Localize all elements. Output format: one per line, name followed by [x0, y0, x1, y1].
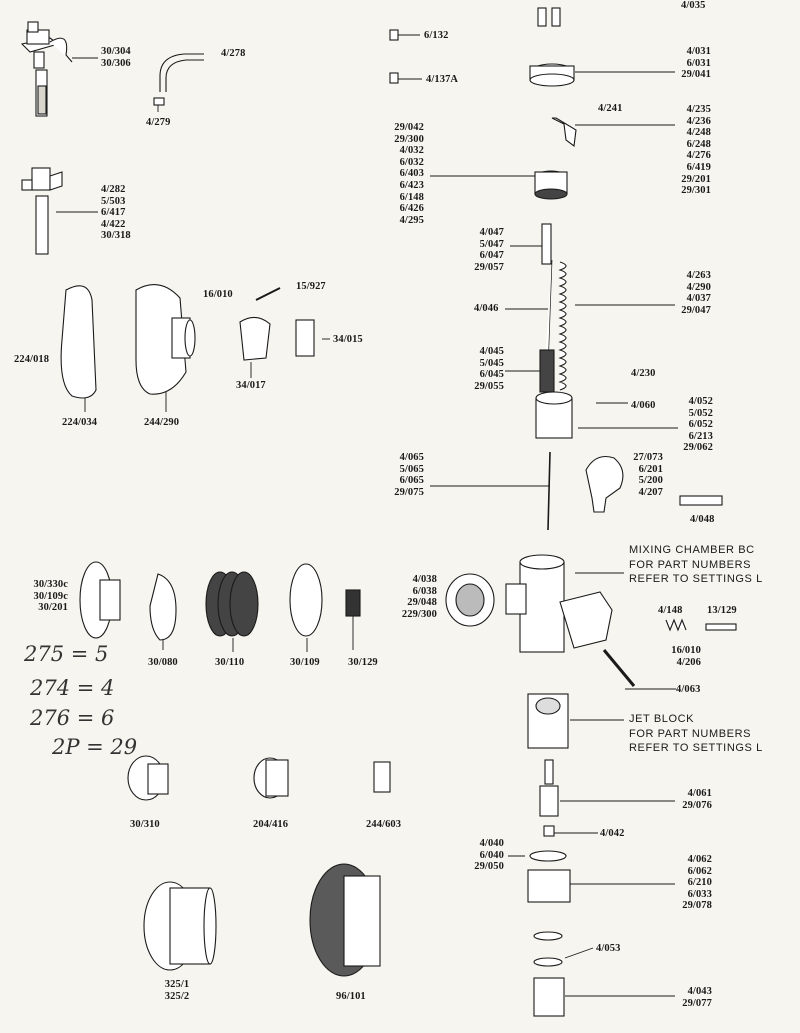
jet-parts [527, 759, 571, 1017]
handwritten-note-2: 274 = 4 [30, 676, 115, 700]
part-label-4-042: 4/042 [600, 828, 625, 839]
part-label-4-279: 4/279 [146, 117, 171, 128]
part-label-244-290: 244/290 [144, 417, 180, 428]
handwritten-note-4: 2P = 29 [52, 735, 138, 759]
filter-parts [79, 561, 361, 641]
mixing-chamber [445, 554, 613, 653]
part-label-4-053: 4/053 [596, 943, 621, 954]
part-label-4-230: 4/230 [631, 368, 656, 379]
handwritten-note-1: 275 = 5 [24, 642, 109, 666]
part-label-96-101: 96/101 [336, 991, 366, 1002]
throttle-lever [20, 21, 73, 117]
part-label-4-241: 4/241 [598, 103, 623, 114]
part-label-244-603: 244/603 [366, 819, 402, 830]
part-label-4-048: 4/048 [690, 514, 715, 525]
part-label-4-063: 4/063 [676, 684, 701, 695]
part-label-34-015: 34/015 [333, 334, 363, 345]
needle-clip [585, 455, 723, 513]
leader-lines [56, 34, 678, 997]
jet-block [527, 693, 569, 749]
bent-tube [153, 53, 204, 106]
part-label-30-310: 30/310 [130, 819, 160, 830]
needle-and-spring [535, 223, 573, 531]
part-label-30-109: 30/109 [290, 657, 320, 668]
part-label-16-010: 16/010 [203, 289, 233, 300]
lamp-shells [60, 284, 196, 399]
part-label-204-416: 204/416 [253, 819, 289, 830]
part-label-30-110: 30/110 [215, 657, 245, 668]
part-label-15-927: 15/927 [296, 281, 326, 292]
part-label-30-080: 30/080 [148, 657, 178, 668]
cap-parts [127, 755, 391, 801]
part-label-6-132: 6/132 [424, 30, 449, 41]
part-label-4-137a: 4/137A [426, 74, 459, 85]
part-label-4-278: 4/278 [221, 48, 246, 59]
part-label-224-018: 224/018 [14, 354, 50, 365]
part-label-34-017: 34/017 [236, 380, 266, 391]
lever-assembly [21, 167, 63, 255]
part-label-224-034: 224/034 [62, 417, 98, 428]
small-screws [389, 7, 561, 84]
silencer-parts [143, 863, 381, 977]
clamp-parts [239, 287, 315, 361]
part-label-4-148: 4/148 [658, 605, 683, 616]
part-label-30-129: 30/129 [348, 657, 378, 668]
cap-rings [529, 63, 577, 200]
handwritten-note-3: 276 = 6 [30, 706, 115, 730]
part-label-4-035: 4/035 [681, 0, 706, 11]
part-label-4-060: 4/060 [631, 400, 656, 411]
part-label-4-046: 4/046 [474, 303, 499, 314]
small-parts [602, 618, 737, 687]
part-label-13-129: 13/129 [707, 605, 737, 616]
